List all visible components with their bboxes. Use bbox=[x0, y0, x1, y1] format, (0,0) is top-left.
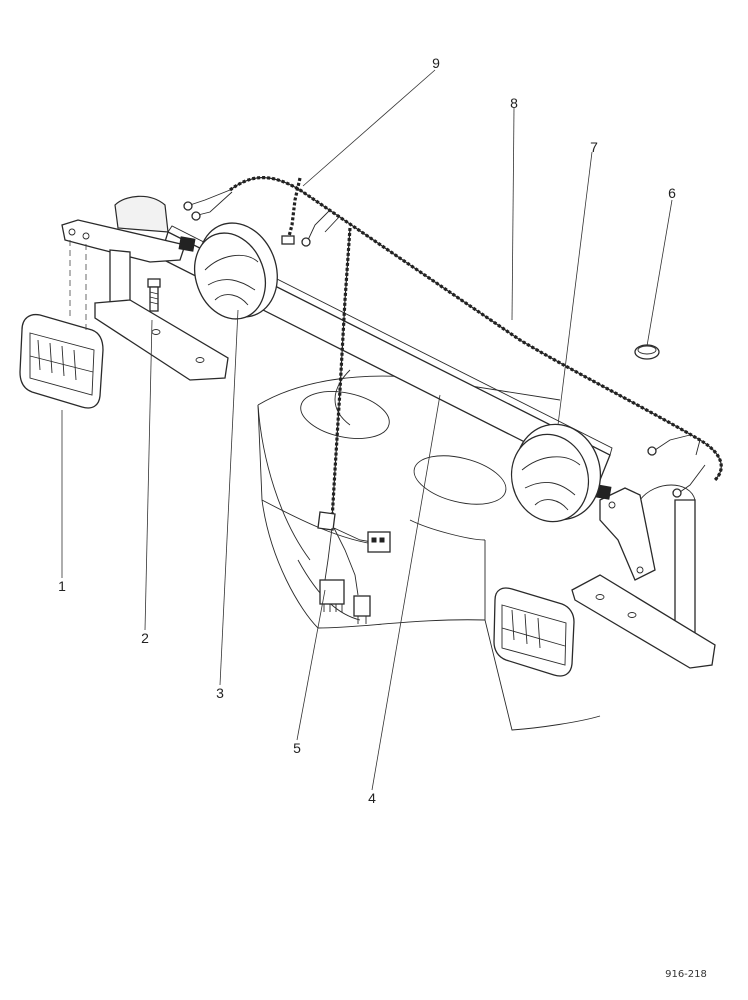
callout-2: 2 bbox=[141, 630, 149, 646]
reference-code: 916-218 bbox=[665, 969, 707, 980]
grommet-cable bbox=[281, 177, 302, 245]
drop-harness bbox=[317, 227, 391, 624]
right-rear-lamp bbox=[493, 587, 575, 677]
callout-8: 8 bbox=[510, 95, 518, 111]
cap bbox=[634, 344, 660, 360]
left-rear-lamp bbox=[19, 240, 104, 409]
callout-labels: 1 2 3 4 5 6 7 8 9 bbox=[58, 55, 676, 806]
callout-4: 4 bbox=[368, 790, 376, 806]
left-work-lamp bbox=[178, 222, 278, 320]
callout-7: 7 bbox=[590, 139, 598, 155]
callout-1: 1 bbox=[58, 578, 66, 594]
right-work-lamp bbox=[510, 423, 612, 523]
cab-panel bbox=[257, 369, 601, 731]
wiring-harness bbox=[183, 176, 723, 498]
callout-6: 6 bbox=[668, 185, 676, 201]
callout-3: 3 bbox=[216, 685, 224, 701]
leader-lines bbox=[61, 69, 673, 791]
left-bracket bbox=[61, 195, 229, 381]
bolt bbox=[147, 278, 161, 312]
callout-5: 5 bbox=[293, 740, 301, 756]
callout-9: 9 bbox=[432, 55, 440, 71]
right-bracket bbox=[571, 484, 716, 669]
